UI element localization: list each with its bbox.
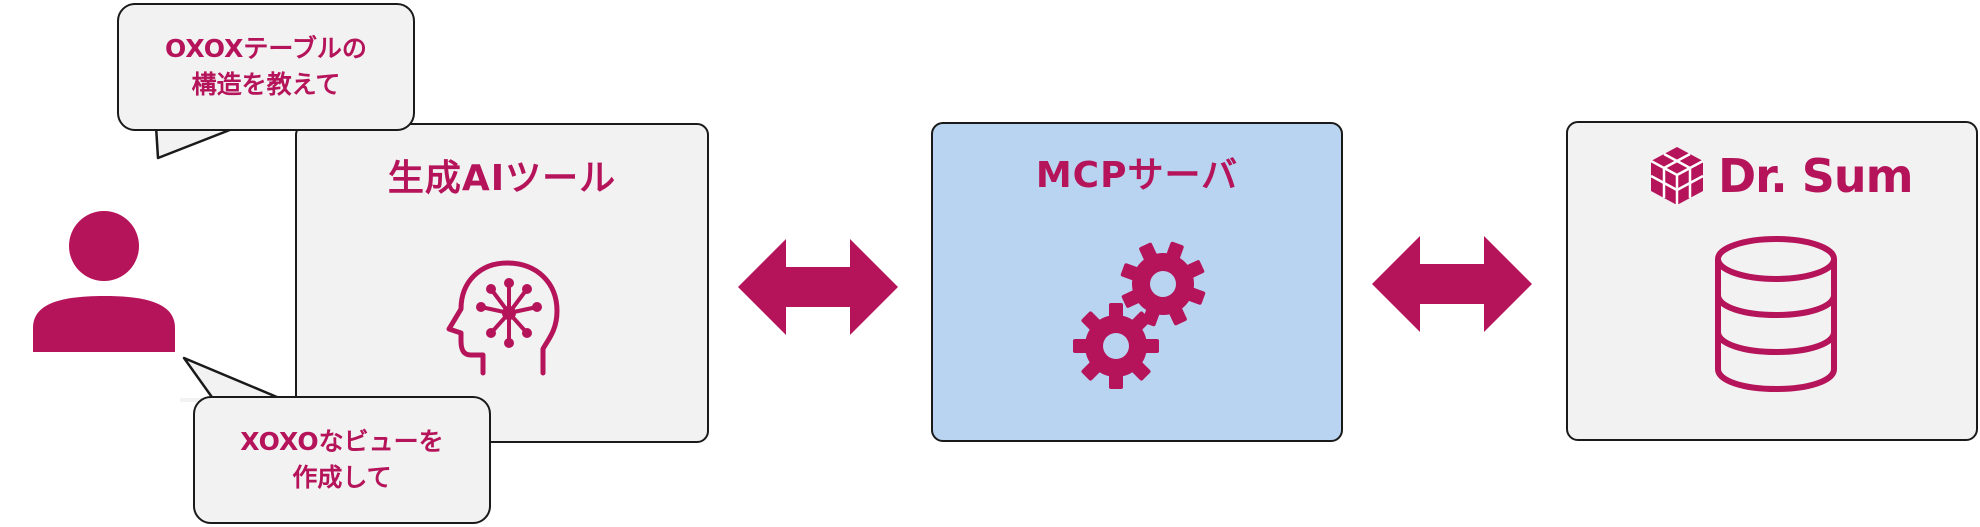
bubble-line: XOXOなビューを: [240, 427, 444, 456]
bubble-top-tail: [150, 126, 250, 160]
bubble-line: 作成して: [292, 463, 392, 492]
person-icon: [33, 211, 175, 352]
double-arrow-icon: [738, 239, 898, 335]
ai-tool-title: 生成AIツール: [387, 158, 617, 199]
bubble-line: 構造を教えて: [191, 70, 341, 99]
gears-icon: [1073, 234, 1213, 389]
dr-sum-cube-logo: [1650, 147, 1704, 205]
bubble-line: OXOXテーブルの: [165, 34, 367, 63]
dr-sum-brand: Dr. Sum: [1648, 145, 1914, 207]
speech-bubble-request-2: XOXOなビューを 作成して: [193, 396, 491, 524]
dr-sum-box: Dr. Sum: [1566, 121, 1978, 441]
speech-bubble-request-1: OXOXテーブルの 構造を教えて: [117, 3, 415, 131]
mcp-server-box: MCPサーバ: [931, 122, 1343, 442]
ai-tool-box: 生成AIツール: [295, 123, 709, 443]
dr-sum-brand-text: Dr. Sum: [1718, 149, 1914, 203]
mcp-server-title: MCPサーバ: [1035, 155, 1239, 196]
database-icon: [1715, 236, 1837, 393]
double-arrow-icon: [1372, 236, 1532, 332]
ai-brain-icon: [446, 260, 560, 376]
